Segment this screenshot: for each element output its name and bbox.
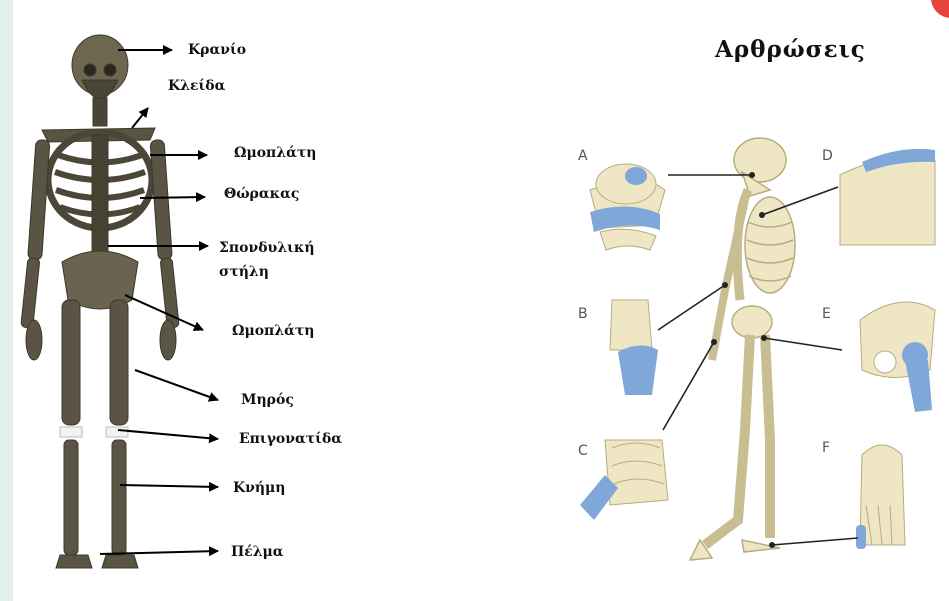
light-skeleton-figure [690,138,795,560]
label-patella: Επιγονατίδα [239,431,342,447]
label-foot: Πέλμα [231,544,284,560]
joint-inset-e [860,302,935,412]
joint-inset-f [856,445,905,549]
dark-skeleton-figure [21,35,180,568]
joint-letter-a: A [578,148,588,164]
joint-letter-b: B [578,306,588,322]
label-clavicle: Κλείδα [168,78,225,94]
joint-inset-d [840,149,935,245]
joint-inset-a [590,164,665,250]
label-spine-line2: στήλη [219,260,315,284]
label-femur: Μηρός [241,392,294,408]
label-spine: Σπονδυλική στήλη [219,236,315,284]
joint-letter-f: F [822,440,830,456]
joint-letter-d: D [822,148,833,164]
joints-title: Αρθρώσεις [715,36,866,63]
joint-letter-c: C [578,443,588,459]
joint-letter-e: E [822,306,831,322]
label-tibia: Κνήμη [233,480,286,496]
label-scapula-upper: Ωμοπλάτη [234,145,316,161]
label-scapula-lower: Ωμοπλάτη [232,323,314,339]
label-cranium: Κρανίο [188,42,246,58]
joint-inset-b [610,300,658,395]
label-spine-line1: Σπονδυλική [219,236,315,260]
joint-inset-c [580,440,668,520]
label-thorax: Θώρακας [224,186,299,202]
